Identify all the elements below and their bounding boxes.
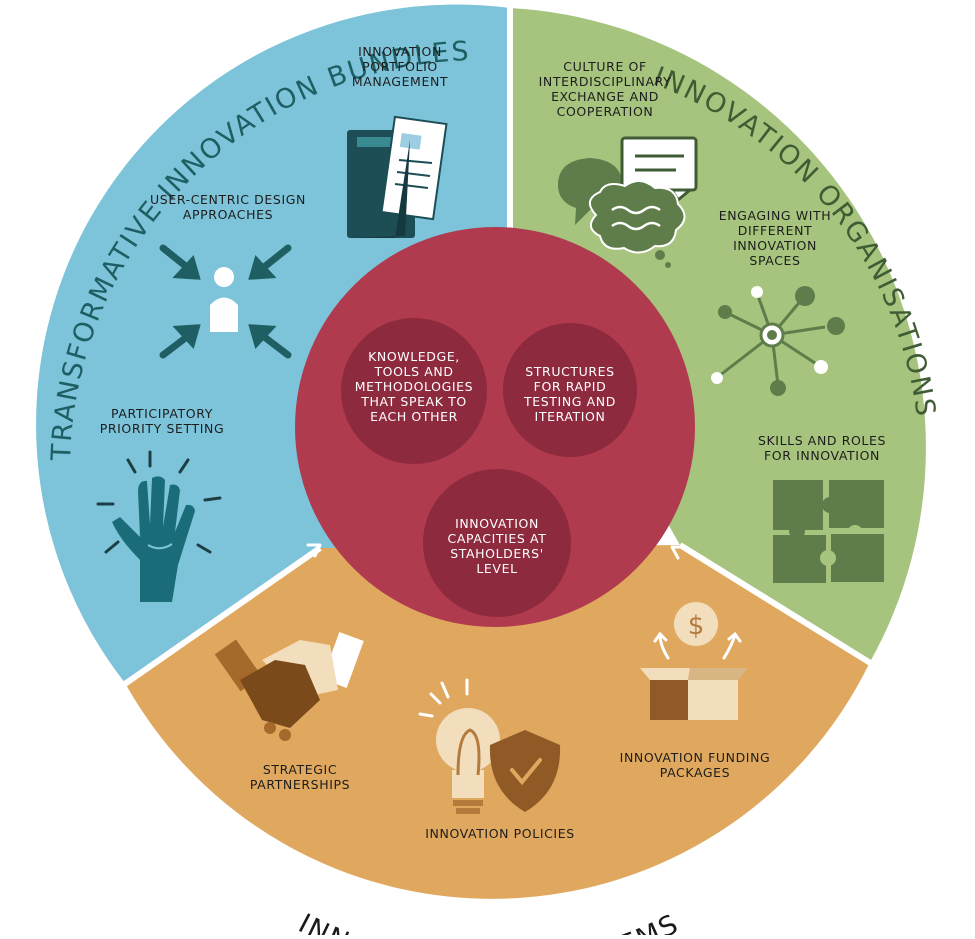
title-ecosystems: INNOVATION ECOSYSTEMS: [293, 908, 684, 935]
label-stakeholder-capacities: INNOVATION CAPACITIES AT STAHOLDERS' LEV…: [447, 516, 547, 576]
label-user-centric-design: USER-CENTRIC DESIGN APPROACHES: [150, 192, 306, 222]
label-innovation-policies: INNOVATION POLICIES: [425, 826, 575, 841]
label-rapid-testing: STRUCTURES FOR RAPID TESTING AND ITERATI…: [524, 364, 616, 424]
label-participatory-priority: PARTICIPATORY PRIORITY SETTING: [99, 406, 225, 436]
lightbulb-shield-icon: [418, 678, 561, 814]
arrow-right: [670, 545, 685, 560]
label-skills-roles: SKILLS AND ROLES FOR INNOVATION: [757, 433, 887, 463]
label-culture-exchange: CULTURE OF INTERDISCIPLINARY EXCHANGE AN…: [538, 59, 672, 119]
label-portfolio-management: INNOVATION PORTFOLIO MANAGEMENT: [351, 44, 449, 89]
person-arrows-icon: [159, 244, 292, 359]
puzzle-pieces-icon: [773, 480, 884, 583]
svg-text:$: $: [688, 611, 705, 641]
money-box-icon: $: [640, 602, 748, 720]
bubble-structures: [503, 323, 637, 457]
label-knowledge-tools: KNOWLEDGE, TOOLS AND METHODOLOGIES THAT …: [354, 349, 474, 424]
speech-bubbles-icon: [558, 136, 698, 268]
label-funding-packages: INNOVATION FUNDING PACKAGES: [619, 750, 771, 780]
label-strategic-partnerships: STRATEGIC PARTNERSHIPS: [249, 762, 351, 792]
network-nodes-icon: [711, 286, 845, 396]
raised-hand-icon: [96, 450, 222, 602]
label-innovation-spaces: ENGAGING WITH DIFFERENT INNOVATION SPACE…: [718, 208, 832, 268]
bubble-knowledge: [341, 318, 487, 464]
handshake-icon: [214, 632, 364, 741]
bubble-capacities: [423, 469, 571, 617]
folder-documents-icon: [347, 115, 448, 238]
arrow-left: [306, 543, 322, 558]
